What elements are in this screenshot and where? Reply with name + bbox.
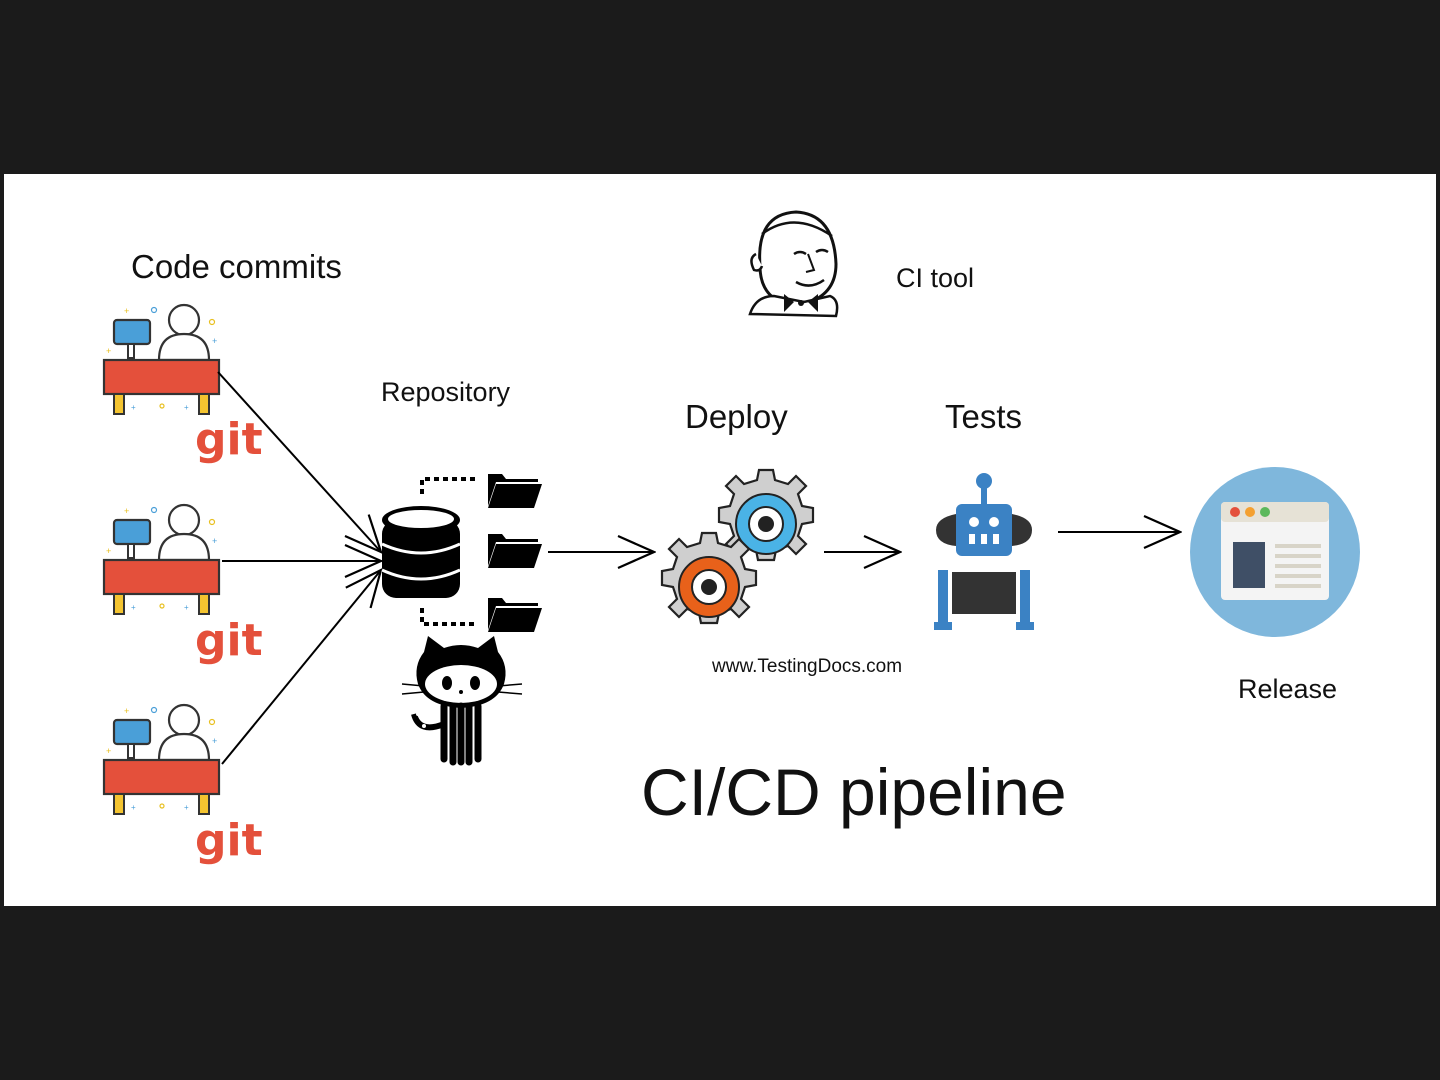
dotted-connector (420, 477, 478, 494)
folder-icon (488, 474, 542, 508)
browser-window-icon (1190, 467, 1360, 637)
website-label: www.TestingDocs.com (712, 656, 903, 677)
folder-icon (488, 534, 542, 568)
dotted-connector (420, 608, 478, 626)
git-logo: git (195, 615, 263, 666)
folder-icon (488, 598, 542, 632)
robot-icon (934, 473, 1034, 630)
diagram-slide: + + + + + (4, 174, 1436, 906)
pipeline-diagram: + + + + + (102, 210, 1360, 866)
release-label: Release (1238, 674, 1338, 704)
arrow (221, 570, 381, 765)
gears-icon (660, 468, 815, 625)
database-icon (381, 506, 461, 598)
arrow (217, 371, 381, 552)
developer-icon (102, 303, 221, 416)
git-logo: git (195, 815, 263, 866)
developer-icon (102, 703, 221, 816)
ci-tool-label: CI tool (896, 263, 975, 293)
diagram-title: CI/CD pipeline (641, 755, 1067, 829)
repository-label: Repository (381, 377, 511, 407)
developer-icon (102, 503, 221, 616)
jenkins-butler-icon (748, 210, 839, 318)
git-logo: git (195, 414, 263, 465)
code-commits-label: Code commits (131, 248, 342, 285)
deploy-label: Deploy (685, 398, 788, 435)
tests-label: Tests (945, 398, 1023, 435)
github-octocat-icon (401, 636, 523, 766)
